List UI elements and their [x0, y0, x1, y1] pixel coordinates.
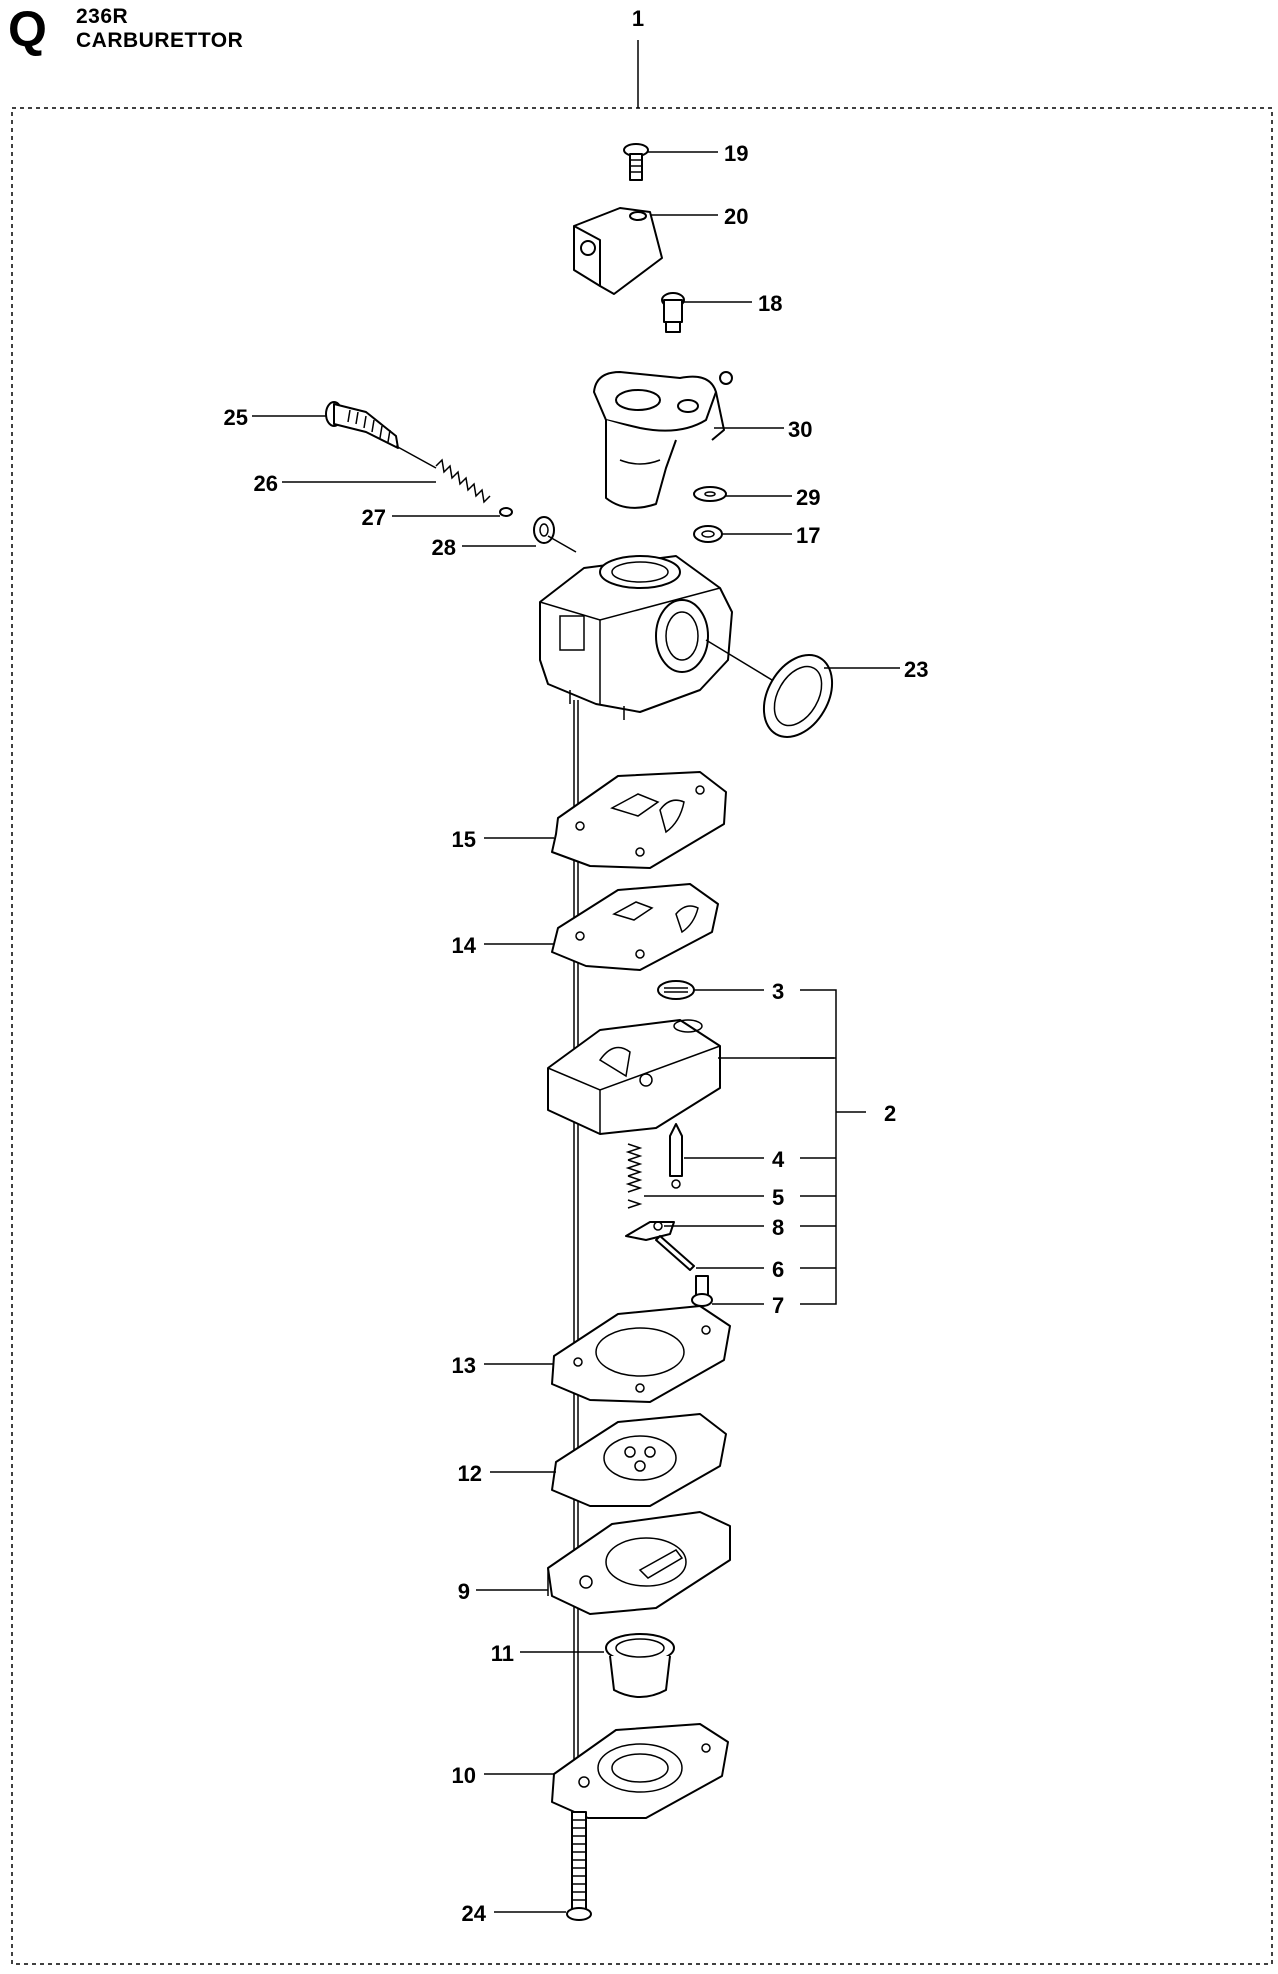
gasket-13 — [551, 1305, 731, 1403]
callout-6[interactable]: 6 — [772, 1257, 784, 1282]
callout-2[interactable]: 2 — [884, 1101, 896, 1126]
oring-27 — [499, 507, 513, 517]
callout-3[interactable]: 3 — [772, 979, 784, 1004]
lever-8 — [625, 1221, 675, 1241]
long-screw-24 — [566, 1811, 592, 1921]
adjuster-screw-25 — [325, 401, 399, 449]
callout-26[interactable]: 26 — [254, 471, 278, 496]
callout-11[interactable]: 11 — [491, 1641, 514, 1666]
pin-6 — [655, 1235, 695, 1271]
gasket-14 — [551, 883, 719, 971]
callout-18[interactable]: 18 — [758, 291, 782, 316]
callout-24[interactable]: 24 — [462, 1901, 487, 1926]
axis-23 — [705, 639, 773, 681]
diaphragm-12 — [551, 1413, 727, 1507]
callout-17[interactable]: 17 — [796, 523, 820, 548]
callout-23[interactable]: 23 — [904, 657, 928, 682]
screen-3 — [657, 980, 695, 1000]
page-title: CARBURETTOR — [76, 29, 244, 52]
callout-5[interactable]: 5 — [772, 1185, 784, 1210]
bracket-20 — [573, 207, 663, 295]
callout-8[interactable]: 8 — [772, 1215, 784, 1240]
callout-13[interactable]: 13 — [452, 1353, 476, 1378]
callout-28[interactable]: 28 — [432, 535, 456, 560]
washer-29 — [693, 486, 727, 502]
model-name: 236R — [76, 5, 129, 28]
callout-4[interactable]: 4 — [772, 1147, 785, 1172]
spring-26 — [395, 445, 491, 504]
callout-7[interactable]: 7 — [772, 1293, 784, 1318]
callout-10[interactable]: 10 — [452, 1763, 476, 1788]
spring-5 — [625, 1143, 643, 1209]
gasket-15 — [551, 771, 727, 869]
needle-4 — [669, 1123, 683, 1189]
callout-14[interactable]: 14 — [452, 933, 477, 958]
screw-7 — [691, 1275, 713, 1307]
callout-1[interactable]: 1 — [632, 6, 644, 31]
callout-30[interactable]: 30 — [788, 417, 812, 442]
carburettor-body — [539, 555, 733, 720]
throttle-assembly-30 — [593, 371, 733, 509]
leader-line-body — [547, 535, 577, 553]
callout-25[interactable]: 25 — [224, 405, 248, 430]
idle-screw-18 — [661, 292, 685, 333]
callout-9[interactable]: 9 — [458, 1579, 470, 1604]
callout-12[interactable]: 12 — [458, 1461, 482, 1486]
gasket-ring-23 — [762, 654, 834, 738]
callout-20[interactable]: 20 — [724, 204, 748, 229]
screw-19 — [623, 143, 649, 181]
callout-29[interactable]: 29 — [796, 485, 820, 510]
washer-28 — [533, 516, 555, 544]
callout-15[interactable]: 15 — [452, 827, 476, 852]
pump-cover-9 — [547, 1511, 731, 1615]
clip-17 — [693, 525, 723, 543]
metering-body — [547, 1019, 721, 1135]
group-bracket-2 — [800, 989, 866, 1305]
assembly-frame — [11, 107, 1273, 1965]
callout-27[interactable]: 27 — [362, 505, 386, 530]
primer-cup-11 — [605, 1633, 675, 1698]
section-letter: Q — [8, 1, 47, 57]
cover-10 — [551, 1723, 729, 1819]
callout-19[interactable]: 19 — [724, 141, 748, 166]
